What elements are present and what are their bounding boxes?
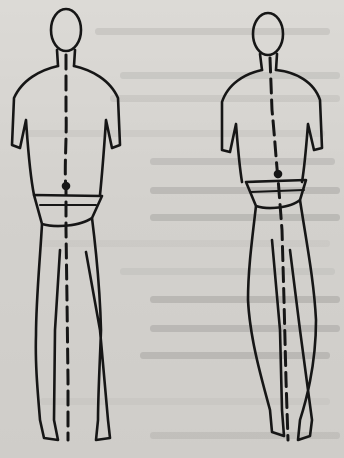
left-spine: [65, 55, 68, 440]
left-leg-right: [36, 224, 60, 440]
right-leg-a: [248, 206, 284, 436]
right-neck: [260, 54, 277, 70]
right-head: [253, 13, 283, 55]
right-pelvis: [246, 180, 306, 208]
right-pelvis-inner: [250, 190, 304, 192]
right-spine-dot: [275, 171, 281, 177]
left-leg-left: [86, 218, 110, 440]
left-head: [51, 9, 81, 51]
figure-left: [12, 9, 120, 440]
right-leg-b: [290, 200, 316, 440]
left-spine-dot: [63, 183, 69, 189]
figure-right: [222, 13, 322, 440]
